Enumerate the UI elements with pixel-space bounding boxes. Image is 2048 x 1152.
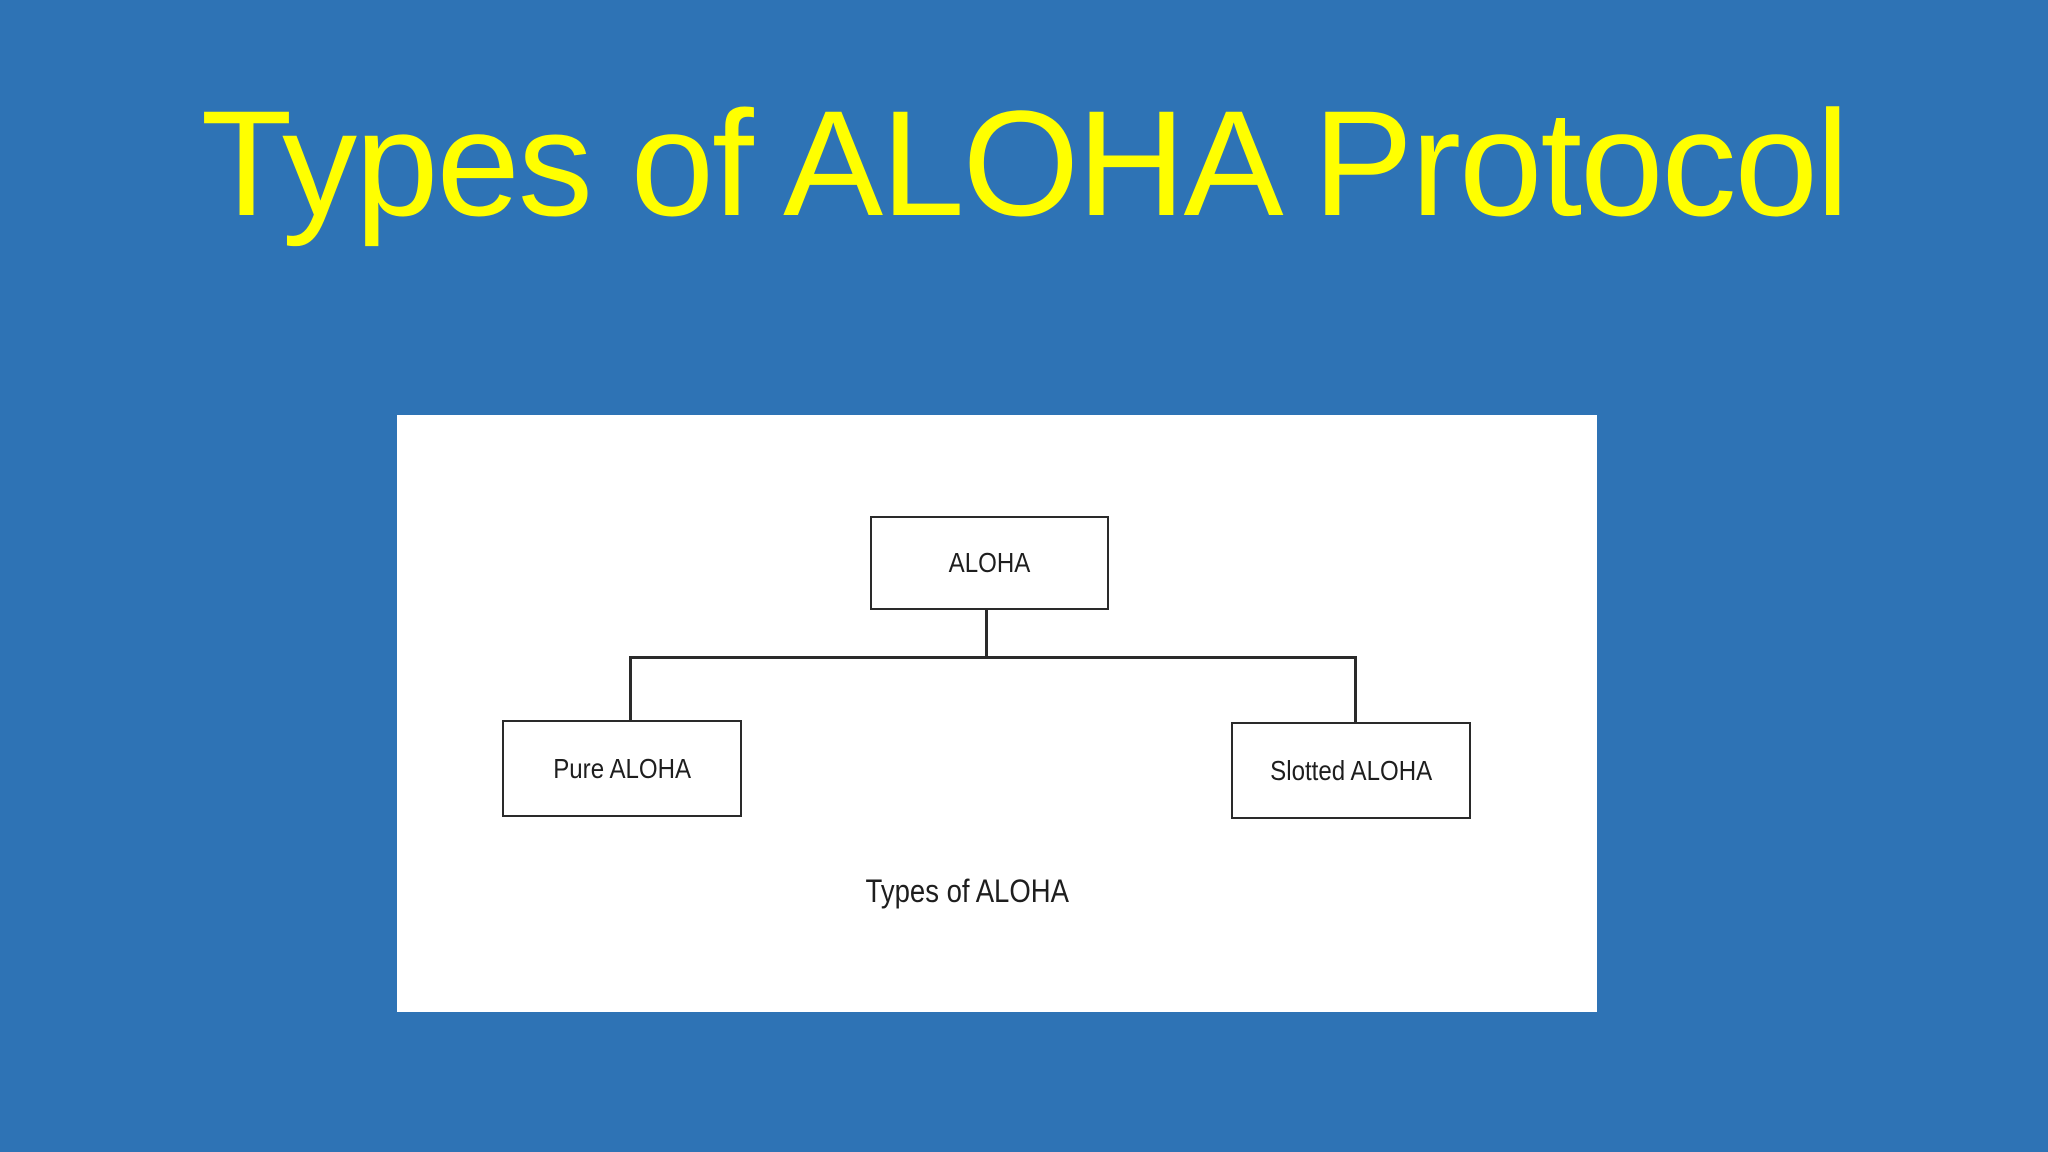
connector-to-pure-aloha [629, 656, 632, 720]
node-aloha: ALOHA [870, 516, 1109, 610]
node-slotted-aloha: Slotted ALOHA [1231, 722, 1471, 819]
slide-title: Types of ALOHA Protocol [200, 79, 1850, 247]
connector-horizontal-bar [629, 656, 1357, 659]
node-aloha-label: ALOHA [948, 547, 1031, 578]
connector-root-stem [985, 610, 988, 657]
node-pure-aloha: Pure ALOHA [502, 720, 742, 817]
figure-caption: Types of ALOHA [817, 873, 1117, 910]
node-slotted-aloha-label: Slotted ALOHA [1270, 754, 1432, 786]
connector-to-slotted-aloha [1354, 658, 1357, 722]
figure-caption-text: Types of ALOHA [865, 873, 1069, 909]
node-pure-aloha-label: Pure ALOHA [553, 752, 691, 784]
diagram-figure: ALOHA Pure ALOHA Slotted ALOHA Types of … [397, 415, 1597, 1012]
